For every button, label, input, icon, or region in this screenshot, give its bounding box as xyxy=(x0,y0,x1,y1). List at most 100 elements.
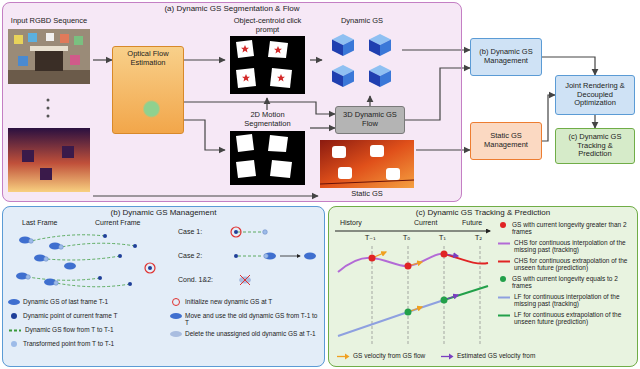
legend-text: Dynamic GS flow from T to T-1 xyxy=(25,326,168,333)
flow-arrow xyxy=(542,95,555,141)
annotation-label: Current Frame xyxy=(95,219,141,227)
static-gs-image xyxy=(370,145,384,157)
case-sketch xyxy=(304,253,316,260)
panel: (c) Dynamic GS Tracking & Prediction xyxy=(328,206,638,367)
flow-arrow xyxy=(310,127,335,128)
image-node: 2D Motion Segmentation xyxy=(225,110,310,188)
flow-arrow xyxy=(310,59,322,60)
dynamic-gs-cubes xyxy=(380,71,391,88)
timeline-sketch xyxy=(338,300,444,336)
legend-swatch xyxy=(170,313,182,319)
frame-matching-sketch xyxy=(44,257,49,262)
legend-sample xyxy=(498,314,510,316)
dynamic-gs-cubes xyxy=(332,40,343,57)
legend-swatch xyxy=(11,313,17,319)
case-sketch xyxy=(231,227,316,285)
case-sketch xyxy=(264,254,269,259)
dynamic-gs-cubes xyxy=(343,40,354,57)
node-label: 3D Dynamic GS Flow xyxy=(340,111,400,128)
node-label: Dynamic GS xyxy=(341,17,383,26)
annotation-label: Cond. 1&2: xyxy=(178,276,213,284)
node-label: Static GS xyxy=(351,190,383,199)
legend-sample xyxy=(9,330,21,332)
node-label: Input RGBD Sequence xyxy=(11,17,87,26)
timeline-sketch xyxy=(405,297,448,316)
node-label: Joint Rendering & Decoupled Optimization xyxy=(560,82,630,108)
click-prompt-image xyxy=(230,36,305,94)
node-label: (c) Dynamic GS Tracking & Prediction xyxy=(560,133,630,159)
click-prompt-image xyxy=(270,68,292,88)
legend-text: Dynamic GS of last frame T-1 xyxy=(23,298,168,305)
flow-arrow xyxy=(93,59,112,60)
legend-text: CHS for continuous extrapolation of the … xyxy=(514,257,634,272)
legend-text: GS with current longevity greater than 2… xyxy=(512,221,634,236)
frame-matching-sketch xyxy=(148,266,152,270)
legend-text: GS velocity from GS flow xyxy=(353,352,436,359)
frame-matching-sketch xyxy=(28,277,100,280)
timeline-sketch xyxy=(369,255,376,262)
process-box: Optical Flow Estimation xyxy=(112,46,184,134)
dynamic-gs-cubes xyxy=(380,40,391,57)
legend-entry: Initialize new dynamic GS at T xyxy=(170,298,322,306)
panel-ground xyxy=(328,206,638,367)
legend-text: Transformed point from T to T-1 xyxy=(23,340,168,347)
image-node: Dynamic GS xyxy=(322,16,402,96)
frame-matching-sketch xyxy=(59,245,64,250)
node-label: Static GS Management xyxy=(475,132,537,149)
timeline-sketch xyxy=(335,231,490,345)
legend-text: Move and use the old dynamic GS from T-1… xyxy=(185,312,322,327)
timeline-sketch xyxy=(444,254,488,264)
frame-matching-sketch xyxy=(26,239,64,286)
legend-sample xyxy=(441,356,450,357)
rgb-frame xyxy=(8,29,90,84)
sequence-dots xyxy=(47,107,50,110)
legend-swatch xyxy=(500,222,506,228)
depth-frame xyxy=(40,168,52,180)
static-gs-image xyxy=(386,168,400,180)
case-sketch xyxy=(234,254,238,258)
legend-sample xyxy=(336,353,350,360)
rgb-frame xyxy=(8,70,90,84)
rgb-frame xyxy=(46,33,54,41)
annotation-label: T₀ xyxy=(403,235,410,243)
legend-text: GS with current longevity equals to 2 fr… xyxy=(512,275,634,290)
legend-swatch xyxy=(11,341,17,347)
timeline-sketch xyxy=(480,246,481,345)
process-box: Static GS Management xyxy=(470,122,542,160)
image-node: Input RGBD Sequence xyxy=(5,16,93,198)
flow-arrow xyxy=(184,120,225,150)
flow-arrow xyxy=(266,98,267,110)
frame-matching-sketch xyxy=(16,234,155,287)
case-sketch xyxy=(280,256,300,257)
depth-frame xyxy=(8,128,90,192)
sequence-dots xyxy=(47,99,50,102)
annotation-label: T₁ xyxy=(439,235,446,243)
static-gs-image xyxy=(320,180,414,184)
legend-entry: Dynamic GS flow from T to T-1 xyxy=(8,326,168,334)
click-prompt-image xyxy=(268,41,288,58)
legend-sample xyxy=(497,240,511,247)
legend-text: LF for continuous extrapolation of the u… xyxy=(514,311,634,326)
legend-entry: Dynamic point of current frame T xyxy=(8,312,168,319)
depth-frame xyxy=(62,146,74,158)
case-sketch xyxy=(238,256,262,257)
timeline-sketch xyxy=(408,246,409,345)
legend-entry: Transformed point from T to T-1 xyxy=(8,340,168,347)
flow-arrow xyxy=(184,59,225,60)
legend-text: Dynamic point of current frame T xyxy=(23,312,168,319)
frame-matching-sketch xyxy=(29,239,34,244)
legend-entry: LF for continuous extrapolation of the u… xyxy=(497,311,634,326)
depth-frame xyxy=(22,150,34,162)
flow-arrow xyxy=(542,57,595,75)
process-box: (b) Dynamic GS Management xyxy=(470,38,542,76)
legend-entry: CHS for continuous extrapolation of the … xyxy=(497,257,634,272)
rgb-frame xyxy=(30,46,68,51)
timeline-sketch xyxy=(369,251,448,270)
annotation-label: T₂ xyxy=(475,235,482,243)
rgb-frame xyxy=(74,36,83,45)
frame-matching-sketch xyxy=(118,254,122,258)
dynamic-gs-cubes xyxy=(343,71,354,88)
frame-matching-sketch xyxy=(54,281,59,286)
legend-sample xyxy=(337,356,346,357)
frame-matching-sketch xyxy=(128,282,132,286)
